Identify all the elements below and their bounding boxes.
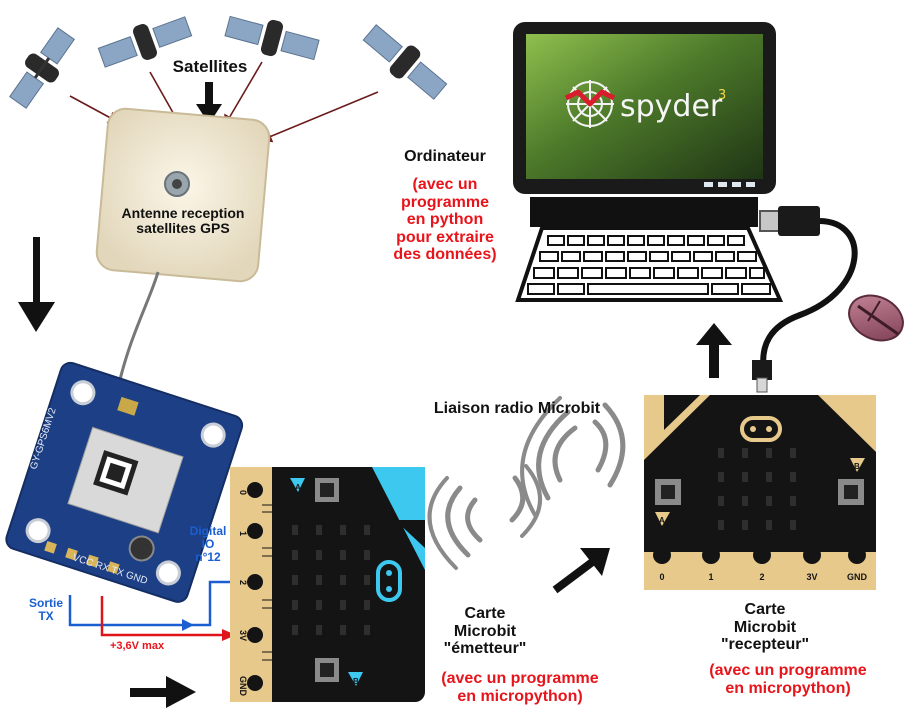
- receiver-pin-3v: 3V: [806, 572, 817, 582]
- receiver-button-a-label: A: [659, 516, 665, 525]
- radio-waves-icon: [427, 396, 626, 570]
- spyder-logo-text: spyder: [620, 89, 723, 124]
- sender-pin-gnd: GND: [238, 676, 248, 697]
- antenna-label: Antenne reception satellites GPS: [121, 205, 245, 237]
- mouse-icon: [848, 294, 904, 342]
- arrow-antenna-to-gps-icon: [18, 237, 55, 332]
- arrow-to-sender-icon: [130, 676, 196, 708]
- gps-antenna-patch: [95, 107, 271, 283]
- satellite-2-icon: [97, 16, 193, 68]
- spyder-logo-version: 3: [718, 88, 726, 103]
- wire-blue-tx: [68, 580, 238, 631]
- receiver-pin-gnd: GND: [847, 572, 868, 582]
- computer-note: (avec un programme en python pour extrai…: [393, 176, 497, 264]
- computer-icon: spyder 3: [513, 22, 784, 302]
- sender-pin-0: 0: [238, 490, 248, 495]
- sender-pin-2: 2: [238, 580, 248, 585]
- antenna-cable: [116, 271, 160, 389]
- sender-pin-1: 1: [238, 531, 248, 536]
- satellite-4-icon: [362, 24, 448, 100]
- receiver-pin-0: 0: [659, 572, 664, 582]
- radio-link-label: Liaison radio Microbit: [433, 400, 601, 417]
- sender-button-b-label: B: [353, 677, 359, 686]
- arrow-radio-to-receiver-icon: [552, 548, 610, 594]
- microbit-sender-board: [230, 467, 425, 702]
- spyder-logo-icon: [564, 80, 616, 128]
- receiver-button-b-label: B: [854, 462, 860, 471]
- receiver-card-label: Carte Microbit "recepteur": [720, 601, 810, 654]
- voltage-label: +3,6V max: [109, 640, 165, 652]
- satellite-1-icon: [9, 27, 75, 109]
- digital-io-label: Digital IO n°12: [189, 524, 227, 565]
- receiver-note: (avec un programme en micropython): [709, 662, 867, 697]
- arrow-satellites-down-icon: [196, 82, 222, 124]
- computer-label: Ordinateur: [404, 148, 486, 165]
- sortie-tx-label: Sortie TX: [28, 596, 63, 624]
- receiver-pin-1: 1: [708, 572, 713, 582]
- satellite-3-icon: [224, 15, 320, 61]
- sender-button-a-label: A: [295, 483, 301, 492]
- microbit-receiver-board: [644, 395, 876, 590]
- satellites-label: Satellites: [172, 57, 248, 76]
- receiver-pin-2: 2: [759, 572, 764, 582]
- usb-cable-icon: [752, 206, 858, 393]
- sender-card-label: Carte Microbit "émetteur": [443, 605, 527, 658]
- gps-module-board: GY-GPS6MV2 VCC RX TX GND: [5, 361, 244, 603]
- sender-pin-3v: 3V: [238, 630, 248, 641]
- wire-red-vcc: [100, 596, 238, 641]
- sender-note: (avec un programme en micropython): [441, 670, 599, 705]
- arrow-microbit-to-computer-icon: [696, 323, 732, 378]
